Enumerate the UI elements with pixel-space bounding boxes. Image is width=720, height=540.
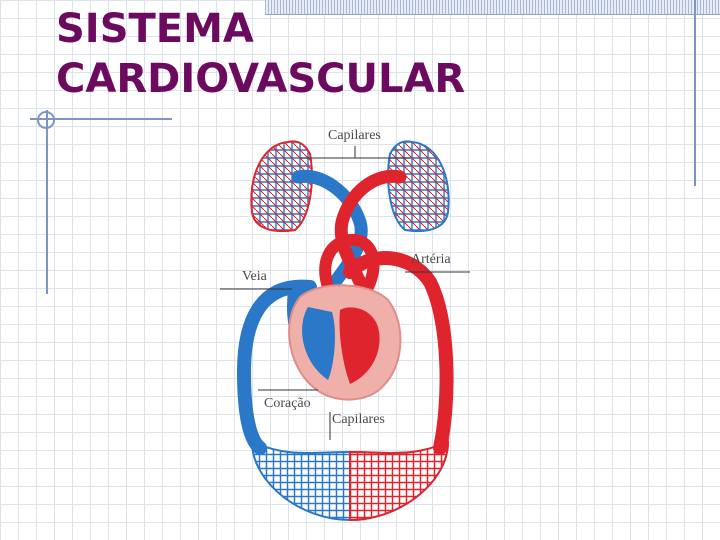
arterial-vessels bbox=[319, 169, 454, 455]
label-coracao: Coração bbox=[264, 396, 311, 411]
decoration-ring bbox=[37, 111, 55, 129]
slide-title: SISTEMA CARDIOVASCULAR bbox=[56, 4, 465, 104]
label-arteria: Artéria bbox=[411, 252, 451, 267]
right-lung bbox=[387, 140, 450, 232]
decoration-horizontal-line bbox=[30, 118, 172, 120]
heart bbox=[288, 284, 402, 401]
body-capillaries bbox=[250, 440, 450, 522]
label-veia: Veia bbox=[242, 269, 267, 284]
right-decoration-bar bbox=[694, 0, 696, 186]
title-line-1: SISTEMA bbox=[56, 6, 254, 52]
header-decoration bbox=[265, 0, 720, 15]
decoration-vertical-line bbox=[46, 110, 48, 294]
label-capilares-bottom: Capilares bbox=[332, 412, 385, 427]
left-lung bbox=[250, 140, 313, 232]
circulation-illustration bbox=[220, 140, 470, 522]
label-capilares-top: Capilares bbox=[328, 128, 381, 143]
label-leader-lines bbox=[220, 146, 470, 440]
cardiovascular-diagram: Capilares Artéria Veia Coração Capilares bbox=[200, 122, 480, 526]
title-line-2: CARDIOVASCULAR bbox=[56, 56, 466, 102]
